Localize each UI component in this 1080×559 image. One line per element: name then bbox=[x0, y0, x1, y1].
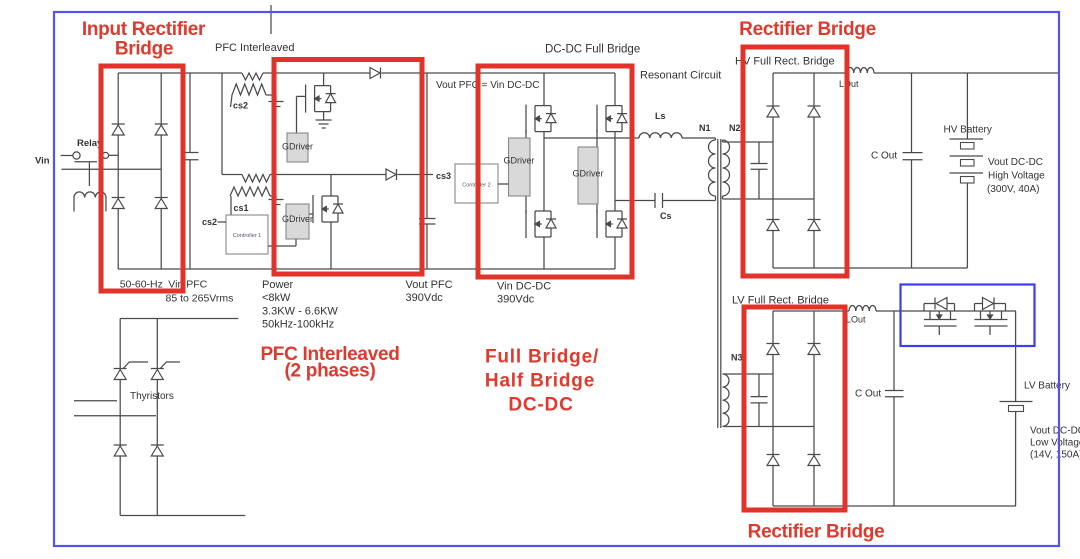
svg-text:(300V, 40A): (300V, 40A) bbox=[987, 184, 1039, 195]
svg-text:Power: Power bbox=[262, 279, 294, 291]
svg-text:Thyristors: Thyristors bbox=[130, 391, 174, 402]
svg-text:Input Rectifier: Input Rectifier bbox=[82, 19, 206, 40]
svg-text:Full Bridge/: Full Bridge/ bbox=[485, 346, 599, 367]
svg-text:Bridge: Bridge bbox=[115, 39, 173, 60]
svg-text:Rectifier Bridge: Rectifier Bridge bbox=[739, 19, 876, 40]
svg-text:Vout PFC = Vin DC-DC: Vout PFC = Vin DC-DC bbox=[436, 80, 539, 91]
svg-text:PFC Interleaved: PFC Interleaved bbox=[215, 42, 294, 54]
svg-text:Vout DC-DC: Vout DC-DC bbox=[1030, 426, 1080, 437]
svg-text:N3: N3 bbox=[731, 353, 743, 363]
svg-text:Ls: Ls bbox=[655, 111, 666, 121]
svg-text:<8kW: <8kW bbox=[262, 292, 291, 304]
svg-text:C Out: C Out bbox=[855, 389, 881, 400]
svg-text:Controller 1: Controller 1 bbox=[233, 233, 261, 239]
svg-text:Relay: Relay bbox=[77, 138, 103, 149]
svg-text:Vin PFC: Vin PFC bbox=[168, 279, 207, 291]
svg-text:High Voltage: High Voltage bbox=[988, 171, 1045, 182]
svg-text:LOut: LOut bbox=[846, 315, 866, 325]
svg-text:C Out: C Out bbox=[871, 151, 897, 162]
svg-text:50-60-Hz: 50-60-Hz bbox=[120, 279, 163, 291]
svg-text:DC-DC: DC-DC bbox=[508, 394, 573, 415]
svg-text:Rectifier Bridge: Rectifier Bridge bbox=[748, 522, 885, 543]
svg-text:cs2: cs2 bbox=[202, 217, 217, 227]
svg-text:N2: N2 bbox=[729, 123, 741, 133]
svg-text:390Vdc: 390Vdc bbox=[497, 294, 535, 306]
svg-text:85 to 265Vrms: 85 to 265Vrms bbox=[166, 293, 234, 305]
svg-text:Half Bridge: Half Bridge bbox=[485, 370, 595, 391]
svg-text:Vin DC-DC: Vin DC-DC bbox=[497, 281, 551, 293]
svg-text:cs1: cs1 bbox=[234, 203, 249, 213]
svg-text:(2 phases): (2 phases) bbox=[285, 361, 376, 382]
svg-text:GDriver: GDriver bbox=[504, 156, 535, 166]
svg-text:GDriver: GDriver bbox=[282, 142, 313, 152]
svg-text:Resonant Circuit: Resonant Circuit bbox=[640, 70, 721, 82]
svg-text:HV Battery: HV Battery bbox=[944, 125, 992, 136]
svg-text:GDriver: GDriver bbox=[573, 169, 604, 179]
svg-text:Vin: Vin bbox=[35, 156, 50, 167]
svg-text:Low Voltage: Low Voltage bbox=[1030, 438, 1080, 449]
svg-text:Vout PFC: Vout PFC bbox=[406, 279, 453, 291]
svg-text:Cs: Cs bbox=[660, 211, 672, 221]
svg-text:GDriver: GDriver bbox=[282, 214, 313, 224]
svg-text:3.3KW - 6.6KW: 3.3KW - 6.6KW bbox=[262, 306, 338, 318]
svg-text:HV Full Rect. Bridge: HV Full Rect. Bridge bbox=[735, 56, 835, 68]
svg-text:cs2: cs2 bbox=[233, 101, 248, 111]
svg-text:N1: N1 bbox=[699, 123, 711, 133]
svg-text:Vout DC-DC: Vout DC-DC bbox=[988, 157, 1043, 168]
svg-text:50kHz-100kHz: 50kHz-100kHz bbox=[262, 319, 334, 331]
svg-text:PFC Interleaved: PFC Interleaved bbox=[260, 344, 399, 365]
svg-text:cs3: cs3 bbox=[436, 171, 451, 181]
svg-text:LV Full Rect. Bridge: LV Full Rect. Bridge bbox=[732, 295, 829, 307]
svg-text:LV Battery: LV Battery bbox=[1024, 381, 1070, 392]
svg-text:DC-DC Full Bridge: DC-DC Full Bridge bbox=[545, 44, 640, 56]
svg-text:(14V, 150A): (14V, 150A) bbox=[1030, 450, 1080, 461]
svg-text:390Vdc: 390Vdc bbox=[406, 292, 444, 304]
